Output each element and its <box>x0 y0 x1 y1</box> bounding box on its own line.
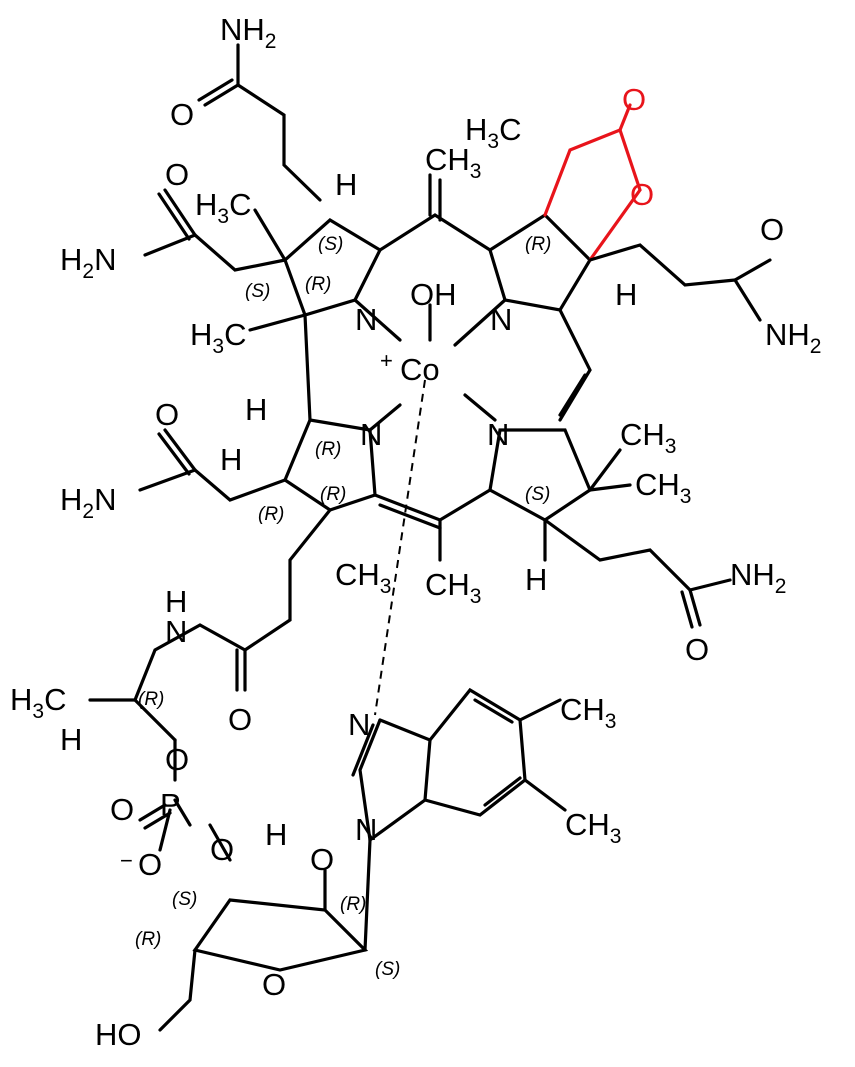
label-h-left2: H <box>220 442 242 477</box>
label-n1: N <box>355 302 377 337</box>
label-ch3-b1: CH3 <box>335 557 391 598</box>
label-h3c-top: H3C <box>465 112 521 153</box>
stereo-label: (S) <box>525 484 550 505</box>
label-o-p-double: O <box>110 792 134 827</box>
label-ch3-r1: CH3 <box>620 417 676 458</box>
stereo-label: (S) <box>172 889 197 910</box>
label-o-right: O <box>760 212 784 247</box>
stereo-label: (S) <box>318 234 343 255</box>
stereo-label: (R) <box>320 484 346 505</box>
stereo-label: (S) <box>245 281 270 302</box>
stereo-label: (R) <box>258 504 284 525</box>
label-h-right: H <box>615 277 637 312</box>
label-o-left2: O <box>155 397 179 432</box>
label-h3c-left: H3C <box>195 187 251 228</box>
label-h-left1: H <box>245 392 267 427</box>
label-lactone-o-carbonyl: O <box>622 82 646 117</box>
label-o-left: O <box>165 157 189 192</box>
label-ho-o: O <box>310 842 334 877</box>
label-minus: − <box>120 848 133 873</box>
coordination-bond-dashed <box>374 379 426 716</box>
label-o-p-minus: O <box>138 847 162 882</box>
label-h-bl: H <box>60 722 82 757</box>
label-ch3-bz2: CH3 <box>565 807 621 848</box>
label-ch3-b2: CH3 <box>425 567 481 608</box>
label-h3c-left2: H3C <box>190 317 246 358</box>
label-oh: OH <box>410 277 457 312</box>
label-h3c-bl: H3C <box>10 682 66 723</box>
label-n2: N <box>490 302 512 337</box>
label-bzim-n1: N <box>348 707 370 742</box>
label-o-amide: O <box>228 702 252 737</box>
label-n4: N <box>487 417 509 452</box>
label-p: P <box>160 787 181 822</box>
stereo-label: (R) <box>315 439 341 460</box>
label-o-p-down: O <box>210 832 234 867</box>
stereo-label: (R) <box>340 894 366 915</box>
label-o-ester: O <box>165 742 189 777</box>
label-ho-h: H <box>265 817 287 852</box>
label-nh-h: H <box>165 584 187 619</box>
label-nh-n: N <box>165 614 187 649</box>
label-co: Co <box>400 352 440 387</box>
stereo-descriptors: (S) (R) (S) (R) (R) (R) (R) (S) (R) (S) … <box>135 234 551 980</box>
label-ring-o: O <box>262 967 286 1002</box>
label-ho-bottom: HO <box>95 1017 142 1052</box>
bond-lines <box>88 43 772 1032</box>
label-o-top: O <box>170 97 194 132</box>
label-h2n-left2: H2N <box>60 482 116 523</box>
label-h-top: H <box>335 167 357 202</box>
label-ch3-r2: CH3 <box>635 467 691 508</box>
stereo-label: (R) <box>525 234 551 255</box>
stereo-label: (R) <box>135 929 161 950</box>
label-n3: N <box>360 417 382 452</box>
label-co-charge: + <box>380 348 393 373</box>
stereo-label: (S) <box>375 959 400 980</box>
label-h2n-left: H2N <box>60 242 116 283</box>
label-nh2-right: NH2 <box>765 317 821 358</box>
label-ch3-top: CH3 <box>425 142 481 183</box>
label-bzim-n2: N <box>355 812 377 847</box>
stereo-label: (R) <box>305 274 331 295</box>
stereo-label: (R) <box>138 689 164 710</box>
label-ch3-bz1: CH3 <box>560 692 616 733</box>
label-h-bottom: H <box>525 562 547 597</box>
label-o-br: O <box>685 632 709 667</box>
atom-labels: NH2 O CH3 H3C O O O NH2 O H2N H3C H H OH… <box>10 12 821 1052</box>
label-lactone-o-ring: O <box>630 177 654 212</box>
label-nh2-top: NH2 <box>220 12 276 53</box>
label-nh2-br: NH2 <box>730 557 786 598</box>
